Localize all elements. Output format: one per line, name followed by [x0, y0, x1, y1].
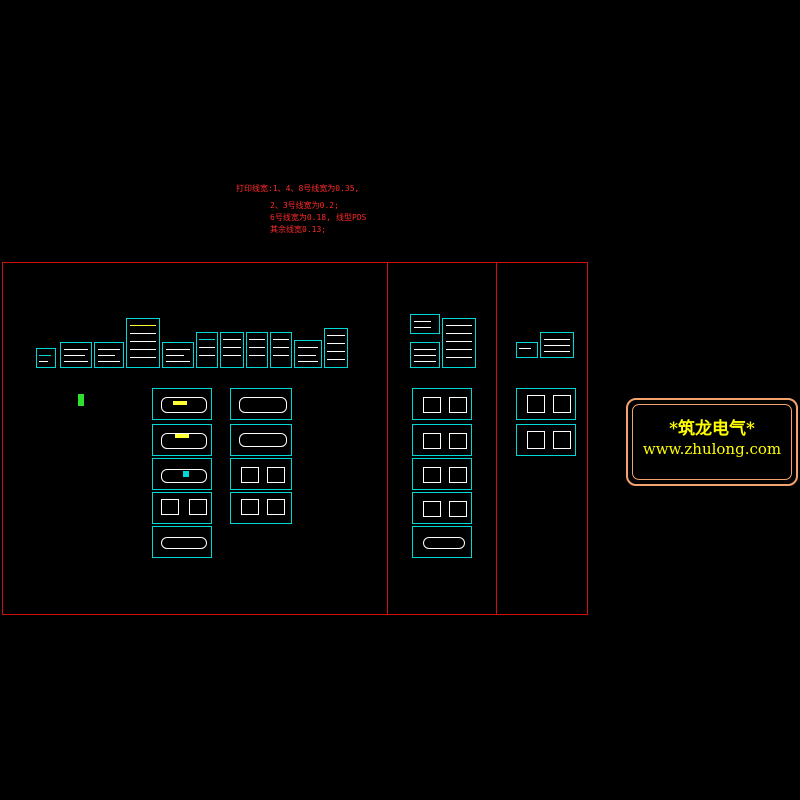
sheet-thumb-s3[interactable] [94, 342, 124, 368]
frame-divider-1 [387, 262, 388, 615]
sheet-thumb-s10[interactable] [294, 340, 322, 368]
sheet-thumb-s2[interactable] [60, 342, 92, 368]
print-note-line-2: 2、3号线宽为0.2; [270, 201, 339, 210]
drawing-frame [2, 262, 588, 615]
print-note-line-4: 其余线宽0.13; [270, 225, 327, 234]
plan-sheet-c5[interactable] [412, 526, 472, 558]
plan-sheet-b1[interactable] [230, 388, 292, 420]
sheet-thumb-s6[interactable] [196, 332, 218, 368]
sheet-thumb-s2-title[interactable] [410, 314, 440, 334]
plan-sheet-c2[interactable] [412, 424, 472, 456]
logo-brand-text: *筑龙电气* [669, 419, 755, 439]
plan-sheet-c4[interactable] [412, 492, 472, 524]
logo-inner-border [632, 404, 792, 480]
sheet-thumb-s5[interactable] [162, 342, 194, 368]
print-note-line-3: 6号线宽为0.18, [270, 213, 331, 222]
print-note-line-1: 打印线宽:1、4、8号线宽为0.35, [236, 184, 360, 193]
sheet-thumb-s8[interactable] [246, 332, 268, 368]
sheet-thumb-s2-table[interactable] [442, 318, 476, 368]
sheet-thumb-s4[interactable] [126, 318, 160, 368]
plan-sheet-b3[interactable] [230, 458, 292, 490]
plan-sheet-d2[interactable] [516, 424, 576, 456]
plan-sheet-c3[interactable] [412, 458, 472, 490]
sheet-thumb-s1[interactable] [36, 348, 56, 368]
plan-sheet-c1[interactable] [412, 388, 472, 420]
plan-sheet-b2[interactable] [230, 424, 292, 456]
sheet-thumb-s7[interactable] [220, 332, 244, 368]
green-marker [78, 394, 84, 406]
plan-sheet-a4[interactable] [152, 492, 212, 524]
plan-sheet-b4[interactable] [230, 492, 292, 524]
plan-sheet-a3[interactable] [152, 458, 212, 490]
sheet-thumb-s11[interactable] [324, 328, 348, 368]
plan-sheet-a5[interactable] [152, 526, 212, 558]
plan-sheet-a1[interactable] [152, 388, 212, 420]
sheet-thumb-s3-title[interactable] [516, 342, 538, 358]
plan-sheet-a2[interactable] [152, 424, 212, 456]
sheet-thumb-s9[interactable] [270, 332, 292, 368]
sheet-thumb-s2-legend[interactable] [410, 342, 440, 368]
plan-sheet-d1[interactable] [516, 388, 576, 420]
frame-divider-2 [496, 262, 497, 615]
logo-url-text: www.zhulong.com [642, 440, 782, 458]
print-note-extra: 线型PDS [336, 213, 367, 222]
zhulong-logo: *筑龙电气* www.zhulong.com [626, 398, 798, 486]
sheet-thumb-s3-table[interactable] [540, 332, 574, 358]
